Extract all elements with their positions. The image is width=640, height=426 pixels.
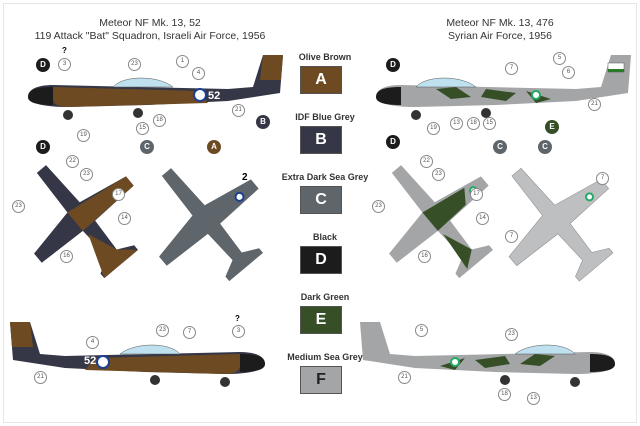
color-swatch-a: A [300,66,342,94]
callout: 5 [553,52,566,65]
callout: 15 [483,117,496,130]
unknown-marker: ? [62,46,67,55]
color-swatch-c: C [300,186,342,214]
callout: 23 [505,328,518,341]
left-scheme-title: Meteor NF Mk. 13, 52 119 Attack "Bat" Sq… [20,17,280,43]
callout: 2 [242,172,248,183]
callout: 5 [415,324,428,337]
color-swatch-d: D [300,246,342,274]
right-title-line2: Syrian Air Force, 1956 [448,30,552,42]
callout: 4 [86,336,99,349]
callout: 15 [136,122,149,135]
callout: 21 [232,104,245,117]
left-side-profile-2 [10,322,265,387]
callout: 7 [505,62,518,75]
callout: 3 [232,325,245,338]
paint-ref-c-icon: C [493,140,507,154]
left-under-view [120,133,293,306]
callout: 21 [398,371,411,384]
left-bottom-serial: 52 [84,355,96,367]
color-swatch-e: E [300,306,342,334]
callout: 23 [156,324,169,337]
callout: 1 [176,55,189,68]
callout: 16 [418,250,431,263]
right-under-view [469,132,640,307]
callout: 13 [527,392,540,405]
color-label-black: Black [312,232,338,242]
paint-ref-d-icon: D [36,58,50,72]
left-title-line1: Meteor NF Mk. 13, 52 [99,17,201,29]
right-side-profile [376,55,631,120]
right-side-profile-2 [360,322,615,387]
callout: 18 [467,117,480,130]
color-swatch-b: B [300,126,342,154]
callout: 23 [372,200,385,213]
left-side-profile: 52 [28,55,283,120]
paint-ref-d-icon: D [386,58,400,72]
callout: 13 [450,117,463,130]
color-label-olive-brown: Olive Brown [298,52,352,62]
callout: 4 [192,67,205,80]
callout: 18 [498,388,511,401]
left-top-view-camo [0,130,168,303]
right-title-line1: Meteor NF Mk. 13, 476 [446,17,554,29]
callout: 3 [58,58,71,71]
callout: 23 [80,168,93,181]
callout: 14 [476,212,489,225]
callout: 17 [112,188,125,201]
callout: 18 [153,114,166,127]
color-swatch-f: F [300,366,342,394]
paint-ref-e-icon: E [545,120,559,134]
callout: 21 [34,371,47,384]
callout: 7 [596,172,609,185]
paint-ref-b-icon: B [256,115,270,129]
left-profile-serial: 52 [208,90,220,102]
paint-ref-d-icon: D [36,140,50,154]
callout: 6 [562,66,575,79]
callout: 22 [66,155,79,168]
callout: 21 [588,98,601,111]
color-label-idf-blue-grey: IDF Blue Grey [295,112,355,122]
color-label-medium-sea-grey: Medium Sea Grey [287,352,363,362]
callout: 7 [505,230,518,243]
callout: 14 [118,212,131,225]
callout: 23 [432,168,445,181]
color-label-dark-green: Dark Green [300,292,350,302]
callout: 7 [183,326,196,339]
paint-ref-c-icon: C [140,140,154,154]
paint-ref-d-icon: D [386,135,400,149]
callout: 23 [128,58,141,71]
paint-ref-c-icon: C [538,140,552,154]
right-top-view-camo [350,130,523,303]
callout: 16 [60,250,73,263]
callout: 22 [420,155,433,168]
frame [3,3,637,423]
callout: 19 [77,129,90,142]
left-title-line2: 119 Attack "Bat" Squadron, Israeli Air F… [34,30,266,42]
callout: 19 [427,122,440,135]
unknown-marker: ? [235,314,240,323]
callout: 23 [12,200,25,213]
right-scheme-title: Meteor NF Mk. 13, 476 Syrian Air Force, … [380,17,620,43]
paint-ref-a-icon: A [207,140,221,154]
callout: 17 [470,188,483,201]
color-label-extra-dark-sea-grey: Extra Dark Sea Grey [281,172,369,182]
